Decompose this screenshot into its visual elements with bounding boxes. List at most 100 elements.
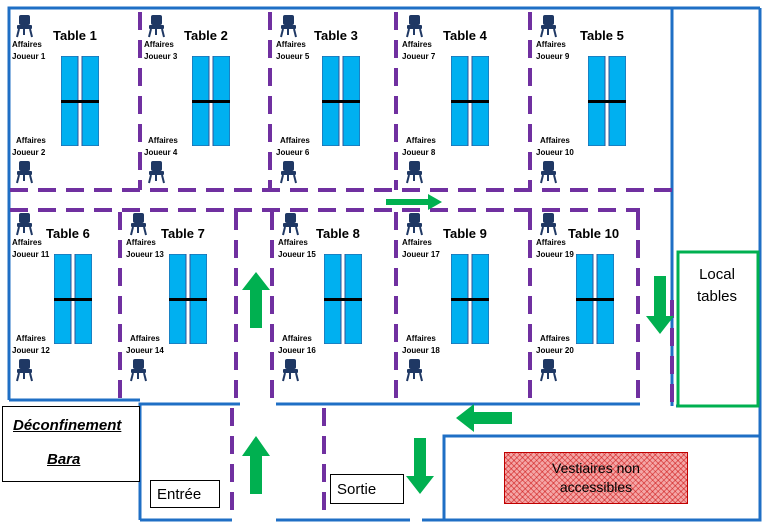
player-label: Joueur 19 (536, 250, 574, 259)
local-tables-line2: tables (696, 288, 738, 305)
cloakroom-line2: accessibles (559, 479, 633, 495)
title-line2: Bara (47, 451, 81, 468)
player-label: Joueur 8 (402, 148, 436, 157)
chair-icon (280, 358, 302, 382)
belongings-label: Affaires (540, 334, 570, 343)
belongings-label: Affaires (278, 238, 308, 247)
arrow-up-corridor (242, 272, 270, 328)
table-name: Table 4 (443, 28, 487, 43)
title-line1: Déconfinement (13, 417, 122, 434)
player-label: Joueur 15 (278, 250, 316, 259)
belongings-label: Affaires (282, 334, 312, 343)
table-name: Table 6 (46, 226, 90, 241)
chair-icon (128, 212, 150, 236)
table-icon (450, 253, 490, 345)
wall-cloakroom (422, 434, 762, 522)
player-label: Joueur 17 (402, 250, 440, 259)
local-tables-room (676, 250, 760, 408)
table-name: Table 9 (443, 226, 487, 241)
table-icon (587, 55, 627, 147)
divider-lines (10, 12, 674, 520)
arrow-down-exit (406, 438, 434, 494)
chair-icon (404, 358, 426, 382)
table-icon (60, 55, 100, 147)
belongings-label: Affaires (12, 238, 42, 247)
player-label: Joueur 16 (278, 346, 316, 355)
belongings-label: Affaires (406, 334, 436, 343)
belongings-label: Affaires (276, 40, 306, 49)
belongings-label: Affaires (126, 238, 156, 247)
exit-label: Sortie (330, 474, 404, 504)
belongings-label: Affaires (402, 238, 432, 247)
title-box: Déconfinement Bara (2, 406, 140, 482)
player-label: Joueur 18 (402, 346, 440, 355)
table-icon (53, 253, 93, 345)
chair-icon (278, 160, 300, 184)
player-label: Joueur 9 (536, 52, 570, 61)
cloakroom-closed-box: Vestiaires non accessibles (504, 452, 688, 504)
player-label: Joueur 10 (536, 148, 574, 157)
belongings-label: Affaires (148, 136, 178, 145)
chair-icon (146, 14, 168, 38)
chair-icon (14, 14, 36, 38)
belongings-label: Affaires (16, 334, 46, 343)
chair-icon (538, 212, 560, 236)
belongings-label: Affaires (402, 40, 432, 49)
table-icon (191, 55, 231, 147)
player-label: Joueur 6 (276, 148, 310, 157)
player-label: Joueur 1 (12, 52, 46, 61)
player-label: Joueur 3 (144, 52, 178, 61)
table-icon (450, 55, 490, 147)
chair-icon (404, 160, 426, 184)
table-name: Table 3 (314, 28, 358, 43)
chair-icon (538, 14, 560, 38)
table-icon (323, 253, 363, 345)
wall-top-left (7, 6, 674, 406)
chair-icon (14, 358, 36, 382)
chair-icon (280, 212, 302, 236)
arrow-right-corridor (386, 194, 442, 210)
belongings-label: Affaires (16, 136, 46, 145)
outer-walls (7, 6, 762, 522)
chair-icon (14, 212, 36, 236)
chair-icon (538, 160, 560, 184)
belongings-label: Affaires (130, 334, 160, 343)
direction-arrows (242, 194, 674, 494)
player-label: Joueur 2 (12, 148, 46, 157)
table-icon (575, 253, 615, 345)
player-label: Joueur 14 (126, 346, 164, 355)
belongings-label: Affaires (12, 40, 42, 49)
player-label: Joueur 20 (536, 346, 574, 355)
arrow-down-local (646, 276, 674, 334)
arrow-up-entrance (242, 436, 270, 494)
belongings-label: Affaires (144, 40, 174, 49)
belongings-label: Affaires (280, 136, 310, 145)
table-name: Table 7 (161, 226, 205, 241)
belongings-label: Affaires (540, 136, 570, 145)
table-icon (321, 55, 361, 147)
cloakroom-line1: Vestiaires non (552, 460, 640, 476)
table-name: Table 1 (53, 28, 97, 43)
chair-icon (404, 14, 426, 38)
local-tables-label: Local tables (682, 264, 752, 308)
player-label: Joueur 4 (144, 148, 178, 157)
entrance-label: Entrée (150, 480, 220, 508)
table-name: Table 2 (184, 28, 228, 43)
belongings-label: Affaires (536, 40, 566, 49)
chair-icon (538, 358, 560, 382)
belongings-label: Affaires (536, 238, 566, 247)
wall-entrance-left (138, 402, 240, 520)
table-name: Table 8 (316, 226, 360, 241)
player-label: Joueur 5 (276, 52, 310, 61)
arrow-left-cloakroom (456, 404, 512, 432)
table-name: Table 5 (580, 28, 624, 43)
player-label: Joueur 12 (12, 346, 50, 355)
chair-icon (128, 358, 150, 382)
player-label: Joueur 7 (402, 52, 436, 61)
player-label: Joueur 13 (126, 250, 164, 259)
player-label: Joueur 11 (12, 250, 50, 259)
belongings-label: Affaires (406, 136, 436, 145)
chair-icon (146, 160, 168, 184)
